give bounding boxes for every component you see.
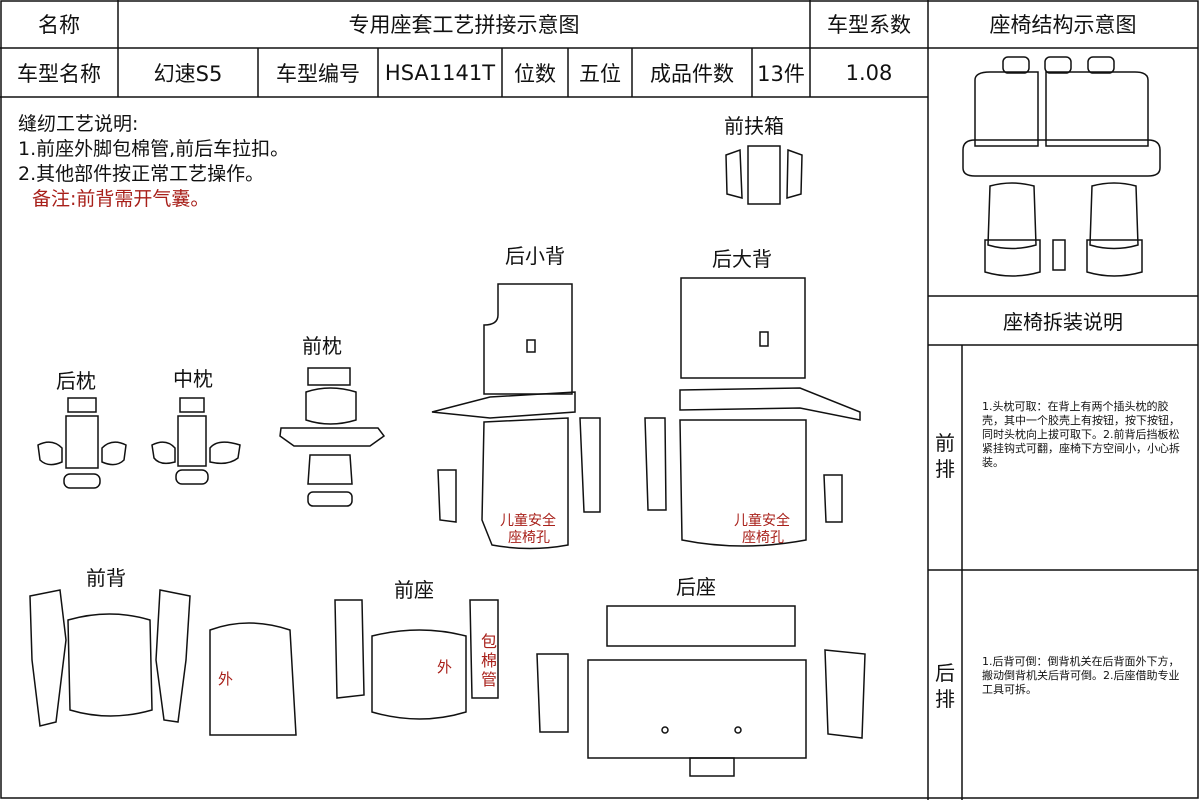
- notes-title: 缝纫工艺说明:: [18, 113, 139, 135]
- child-seat-hole-label-a1: 儿童安全: [500, 513, 556, 529]
- child-seat-hole-label-b2: 座椅孔: [742, 530, 784, 546]
- structure-title: 座椅结构示意图: [989, 13, 1137, 37]
- part-front-armrest: [725, 145, 803, 205]
- label-front-armrest: 前扶箱: [724, 114, 784, 138]
- part-rear-big-back: [644, 277, 861, 547]
- sewing-notes: 缝纫工艺说明: 1.前座外脚包棉管,前后车拉扣。 2.其他部件按正常工艺操作。 …: [18, 112, 289, 212]
- notes-remark: 备注:前背需开气囊。: [32, 188, 210, 210]
- rear-row-label: 后排: [935, 661, 955, 711]
- outer-mark-front-back: 外: [218, 670, 234, 688]
- label-rear-small-back: 后小背: [505, 244, 565, 268]
- part-rear-small-back: [431, 283, 601, 550]
- part-front-back: [29, 589, 297, 736]
- part-rear-headrest: [37, 397, 127, 489]
- pieces-label: 成品件数: [650, 61, 734, 86]
- outer-mark-front-seat: 外: [437, 658, 453, 676]
- coef-label: 车型系数: [827, 13, 911, 37]
- front-row-label: 前排: [935, 431, 955, 481]
- child-seat-hole-label-a2: 座椅孔: [508, 530, 550, 546]
- seats-value: 五位: [579, 61, 621, 86]
- model-code-label: 车型编号: [276, 61, 360, 86]
- notes-line-2: 2.其他部件按正常工艺操作。: [18, 163, 265, 185]
- page-title: 专用座套工艺拼接示意图: [348, 13, 580, 37]
- model-name-label: 车型名称: [17, 61, 101, 86]
- part-rear-seat: [536, 605, 866, 777]
- model-code: HSA1141T: [384, 60, 496, 85]
- model-name: 幻速S5: [153, 61, 223, 86]
- part-front-headrest: [279, 367, 386, 507]
- pieces-value: 13件: [757, 61, 805, 86]
- label-rear-seat: 后座: [676, 575, 716, 599]
- name-label: 名称: [38, 13, 80, 37]
- front-row-instructions: 1.头枕可取：在背上有两个插头枕的胶壳，其中一个胶壳上有按钮，按下按钮，同时头枕…: [982, 400, 1180, 469]
- seats-label: 位数: [514, 61, 556, 86]
- part-mid-headrest: [151, 397, 241, 485]
- label-front-headrest: 前枕: [302, 334, 342, 358]
- child-seat-hole-label-b1: 儿童安全: [734, 513, 790, 529]
- part-front-seat: [334, 599, 499, 720]
- notes-line-1: 1.前座外脚包棉管,前后车拉扣。: [18, 138, 290, 160]
- rear-row-instructions: 1.后背可倒：倒背机关在后背面外下方，搬动倒背机关后背可倒。2.后座借助专业工具…: [982, 655, 1180, 696]
- coef-value: 1.08: [845, 60, 893, 85]
- disassembly-title: 座椅拆装说明: [1003, 310, 1123, 334]
- cotton-pipe-label: 包棉管: [481, 632, 498, 689]
- label-rear-big-back: 后大背: [712, 247, 772, 271]
- label-front-seat: 前座: [394, 578, 434, 602]
- label-front-back: 前背: [86, 566, 126, 590]
- label-rear-headrest: 后枕: [56, 369, 96, 393]
- label-mid-headrest: 中枕: [173, 367, 213, 391]
- seat-structure-sketch: [962, 56, 1161, 277]
